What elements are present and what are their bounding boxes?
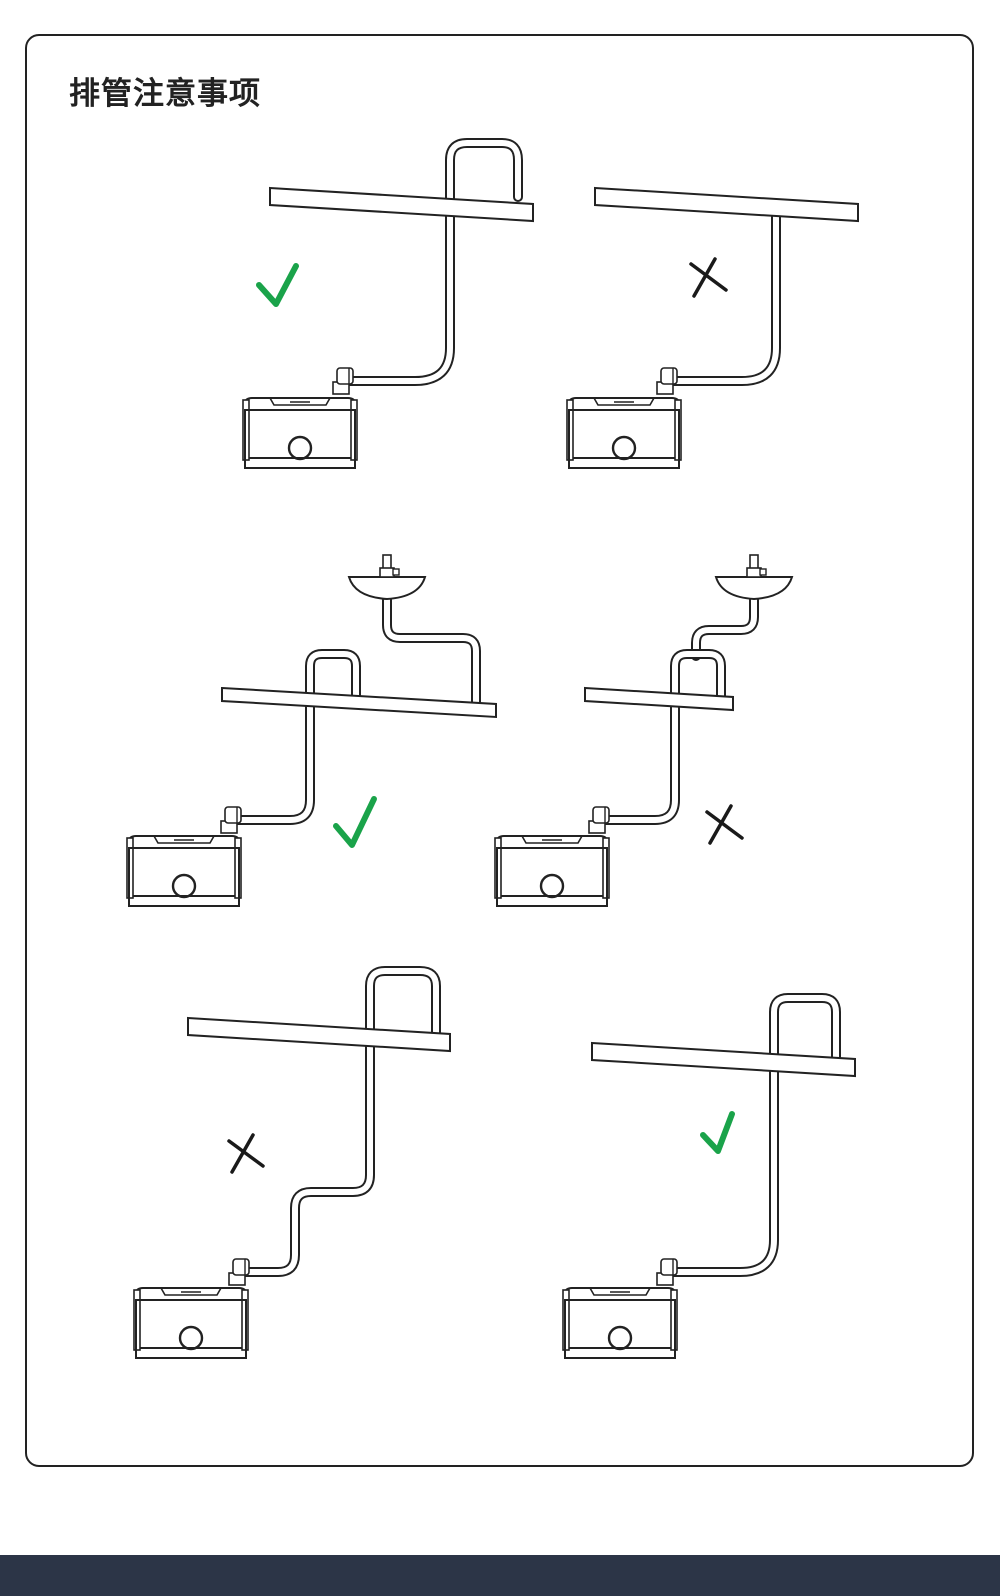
example-bottom-left [132,966,451,1360]
pump-unit [241,396,359,470]
ceiling-beam [221,686,497,719]
ceiling-beam [269,186,534,223]
pipe [601,649,726,825]
outlet-elbow [228,1258,250,1286]
ceiling-beam [594,186,859,223]
ceiling-beam [591,1041,856,1078]
outlet-elbow [656,1258,678,1286]
sink [348,554,426,600]
ceiling-beam [584,686,734,712]
sink [715,554,793,600]
outlet-elbow [220,806,242,834]
check-icon [700,1111,735,1154]
pump-unit [561,1286,679,1360]
example-top-right [565,186,859,470]
check-icon [333,796,377,848]
sink-drain-pipe [382,595,481,711]
cross-icon [705,804,744,845]
pipe-routing-diagram [125,138,859,1360]
page-title: 排管注意事项 [69,76,261,112]
pipe [233,649,361,825]
example-top-left [241,138,534,470]
pump-unit [565,396,683,470]
footer-bar [0,1555,1000,1596]
outlet-elbow [588,806,610,834]
pump-unit [132,1286,250,1360]
cross-icon [227,1133,265,1174]
pipe [240,966,441,1277]
example-bottom-right [561,993,856,1360]
example-middle-left [125,554,497,908]
outlet-elbow [332,367,354,395]
example-middle-right [493,554,793,908]
pipe [667,207,781,386]
outlet-elbow [656,367,678,395]
pump-unit [125,834,243,908]
check-icon [256,263,299,307]
cross-icon [689,257,728,298]
pipe [668,993,841,1277]
pipe [345,138,523,386]
pump-unit [493,834,611,908]
sink-drain-pipe [691,595,759,661]
ceiling-beam [187,1016,451,1053]
notice-card: 排管注意事项 [25,34,974,1467]
